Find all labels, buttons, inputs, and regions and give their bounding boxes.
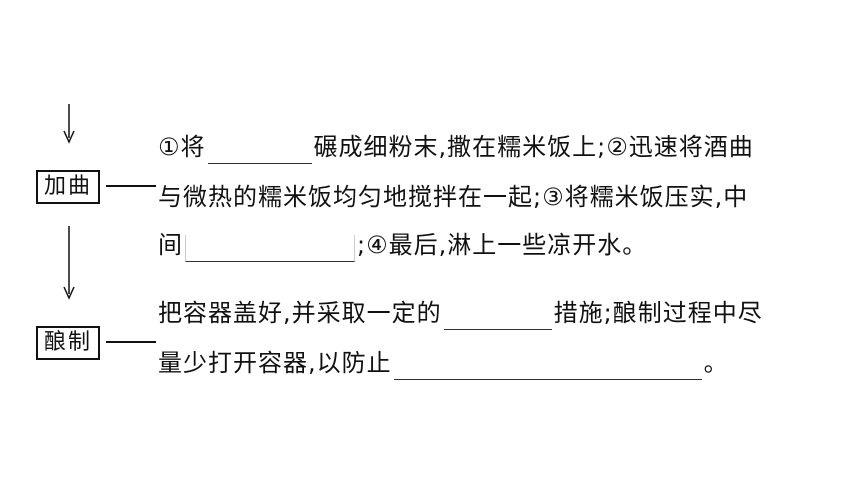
step-label-niangzhi: 酿制 (44, 330, 93, 355)
answer-blank-4[interactable] (393, 353, 702, 380)
niangzhi-text-line-2: 量少打开容器,以防止 。 (158, 346, 729, 380)
jiaqu-line1-end: 碾成细粉末,撒在糯米饭上;②迅速将酒曲 (313, 133, 754, 161)
answer-blank-1[interactable] (207, 137, 312, 164)
jiaqu-text-line-3: 间 ;④最后,淋上一些凉开水。 (158, 228, 647, 262)
step-label-jiaqu: 加曲 (44, 174, 93, 199)
step-box-jiaqu: 加曲 (36, 170, 101, 204)
jiaqu-line1-start: ①将 (158, 133, 206, 161)
arrow-middle-head (63, 286, 75, 300)
niangzhi-line1-end: 措施;酿制过程中尽 (553, 299, 763, 327)
niangzhi-line2-end: 。 (703, 349, 729, 377)
niangzhi-text-line-1: 把容器盖好,并采取一定的 措施;酿制过程中尽 (158, 296, 763, 330)
answer-blank-2[interactable] (185, 235, 355, 262)
jiaqu-line2: 与微热的糯米饭均匀地搅拌在一起;③将糯米饭压实,中 (158, 183, 749, 211)
jiaqu-text-line-2: 与微热的糯米饭均匀地搅拌在一起;③将糯米饭压实,中 (158, 180, 748, 214)
niangzhi-line2-start: 量少打开容器,以防止 (158, 349, 392, 377)
jiaqu-text-line-1: ①将 碾成细粉末,撒在糯米饭上;②迅速将酒曲 (158, 130, 754, 164)
answer-blank-3[interactable] (443, 303, 552, 330)
jiaqu-line3-start: 间 (158, 231, 183, 259)
arrow-top-head (63, 130, 75, 144)
niangzhi-line1-start: 把容器盖好,并采取一定的 (158, 299, 442, 327)
step-box-niangzhi: 酿制 (36, 326, 101, 360)
jiaqu-line3-end: ;④最后,淋上一些凉开水。 (357, 231, 648, 259)
